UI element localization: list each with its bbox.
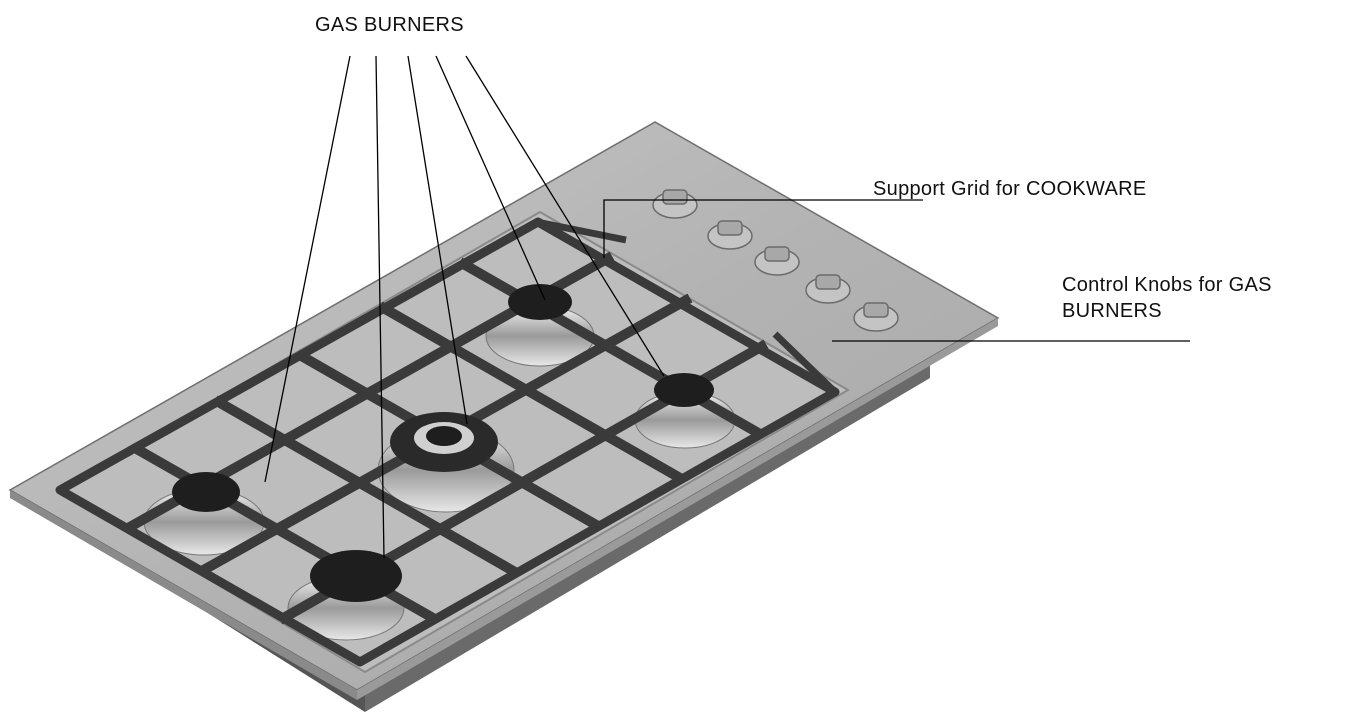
leader-burner-1 — [264, 55, 351, 483]
control-knobs — [652, 189, 899, 332]
knob-4 — [805, 274, 851, 304]
control-knobs-label-line1: Control Knobs for GAS — [1062, 274, 1272, 296]
control-knobs-label-line2: BURNERS — [1062, 300, 1162, 322]
support-grid-label: Support Grid for COOKWARE — [873, 178, 1147, 200]
leader-burner-5 — [465, 55, 665, 377]
control-knobs-label: Control Knobs for GAS BURNERS — [1062, 272, 1272, 324]
hob-plate-edge-right — [357, 318, 998, 700]
knob-3 — [754, 246, 800, 276]
leader-support-grid — [603, 199, 923, 258]
leader-burner-4 — [435, 55, 546, 301]
leader-lines — [264, 55, 1190, 559]
burner-caps — [172, 284, 714, 602]
leader-burner-3 — [407, 55, 468, 425]
leader-burner-2 — [375, 55, 385, 559]
gas-burners-label: GAS BURNERS — [315, 14, 464, 36]
hob-plate-edge — [10, 490, 357, 700]
knob-5 — [853, 302, 899, 332]
knob-2 — [707, 220, 753, 250]
knob-1 — [652, 189, 698, 219]
